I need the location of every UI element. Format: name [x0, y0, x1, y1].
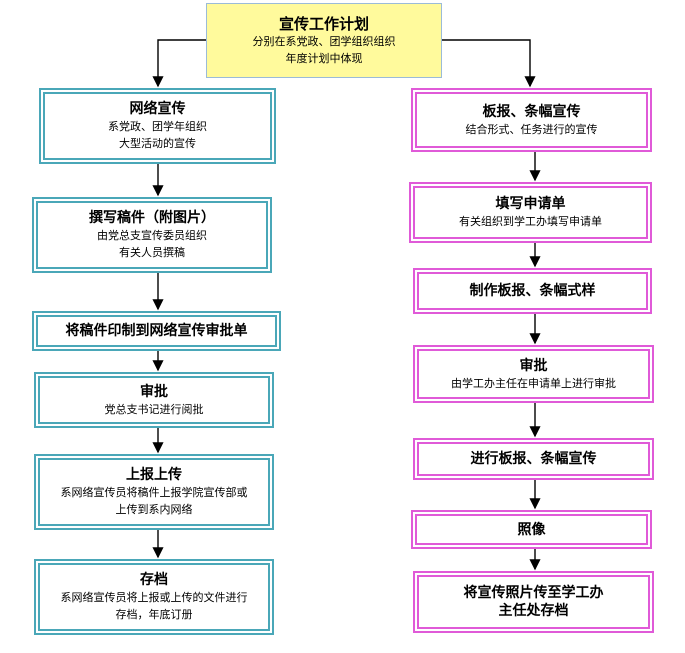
connector-root-right: [442, 39, 536, 88]
root-desc-line-2: 年度计划中体现: [285, 51, 363, 65]
node-write-manuscript-title: 撰写稿件（附图片）: [89, 210, 215, 226]
node-print-approval-form: 将稿件印制到网络宣传审批单: [32, 311, 281, 351]
node-network-publicity-title: 网络宣传: [129, 101, 186, 117]
node-photograph-title: 照像: [517, 521, 546, 538]
node-make-samples: 制作板报、条幅式样: [413, 268, 652, 314]
node-board-banner-publicity-title: 板报、条幅宣传: [482, 103, 581, 120]
node-conduct-publicity: 进行板报、条幅宣传: [413, 438, 654, 480]
node-right-approval-line-1: 由学工办主任在申请单上进行审批: [451, 376, 616, 390]
node-fill-application-title: 填写申请单: [495, 196, 566, 212]
node-write-manuscript-line-1: 由党总支宣传委员组织: [97, 229, 207, 242]
node-archive-title: 存档: [140, 572, 168, 588]
node-write-manuscript: 撰写稿件（附图片） 由党总支宣传委员组织 有关人员撰稿: [32, 197, 272, 273]
node-archive: 存档 系网络宣传员将上报或上传的文件进行 存档，年底订册: [34, 559, 274, 635]
node-archive-line-1: 系网络宣传员将上报或上传的文件进行: [60, 591, 248, 604]
node-fill-application-line-1: 有关组织到学工办填写申请单: [459, 215, 602, 228]
node-print-approval-form-title: 将稿件印制到网络宣传审批单: [65, 323, 248, 339]
node-right-approval: 审批 由学工办主任在申请单上进行审批: [413, 345, 654, 403]
node-report-upload-line-1: 系网络宣传员将稿件上报学院宣传部或: [60, 486, 248, 499]
node-fill-application: 填写申请单 有关组织到学工办填写申请单: [409, 182, 652, 243]
node-left-approval: 审批 党总支书记进行阅批: [34, 372, 274, 428]
node-write-manuscript-line-2: 有关人员撰稿: [119, 246, 185, 259]
node-network-publicity-line-2: 大型活动的宣传: [119, 137, 196, 150]
node-network-publicity-line-1: 系党政、团学年组织: [108, 120, 207, 133]
node-report-upload: 上报上传 系网络宣传员将稿件上报学院宣传部或 上传到系内网络: [34, 454, 274, 530]
node-archive-line-2: 存档，年底订册: [115, 608, 193, 621]
node-report-upload-line-2: 上传到系内网络: [115, 503, 193, 516]
node-archive-photos-title-2: 主任处存档: [498, 603, 569, 619]
node-board-banner-publicity-line-1: 结合形式、任务进行的宣传: [465, 122, 598, 136]
node-network-publicity: 网络宣传 系党政、团学年组织 大型活动的宣传: [39, 88, 276, 164]
node-right-approval-title: 审批: [519, 357, 548, 374]
root-node: 宣传工作计划 分别在系党政、团学组织组织 年度计划中体现: [206, 3, 442, 78]
node-conduct-publicity-title: 进行板报、条幅宣传: [470, 451, 597, 467]
node-board-banner-publicity: 板报、条幅宣传 结合形式、任务进行的宣传: [411, 88, 652, 152]
node-archive-photos: 将宣传照片传至学工办 主任处存档: [413, 571, 654, 633]
node-archive-photos-title-1: 将宣传照片传至学工办: [463, 585, 604, 601]
root-desc-line-1: 分别在系党政、团学组织组织: [252, 34, 396, 48]
node-make-samples-title: 制作板报、条幅式样: [469, 283, 596, 299]
node-left-approval-title: 审批: [140, 383, 168, 400]
node-left-approval-line-1: 党总支书记进行阅批: [104, 402, 204, 416]
node-photograph: 照像: [411, 510, 652, 549]
node-report-upload-title: 上报上传: [126, 467, 182, 483]
root-title: 宣传工作计划: [278, 14, 369, 33]
connector-root-left: [152, 39, 206, 88]
